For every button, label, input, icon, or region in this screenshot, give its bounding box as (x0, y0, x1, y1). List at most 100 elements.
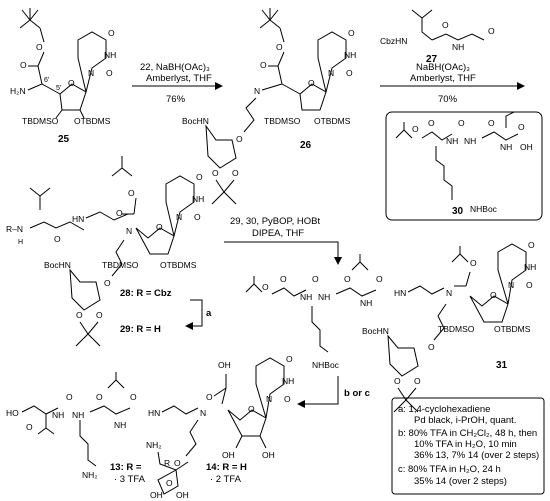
amide-o2-31: O (376, 274, 383, 284)
urea-nh2-31: NH (318, 292, 330, 302)
carbonyl-o-31: O (280, 274, 287, 284)
uracil-nh: NH (104, 50, 116, 60)
uracil-o1-28: O (196, 172, 203, 182)
carbonyl-o-30: O (428, 118, 435, 128)
urea-nh2-13: NH (72, 410, 84, 420)
ring-o-31: O (490, 290, 497, 300)
step-a-label: a (206, 308, 212, 319)
ester-o-26: O (276, 42, 283, 52)
uracil-o2-31: O (526, 280, 533, 290)
acid-oh-30: OH (520, 142, 533, 152)
label-29: 29: R = H (120, 324, 161, 335)
label-14: 14: R = H (206, 462, 247, 473)
salt-14: · 2 TFA (210, 474, 242, 485)
uracil-o2-13: O (284, 394, 291, 404)
step2-conditions: Amberlyst, THF (410, 73, 476, 84)
uracil-o2-28: O (194, 212, 201, 222)
acetal-o1-28: O (76, 310, 83, 320)
step3-conditions: DIPEA, THF (252, 228, 304, 239)
uracil-nh-28: NH (192, 194, 204, 204)
amine-n-13: N (200, 408, 206, 418)
acid-ho: HO (6, 408, 19, 418)
amide-o-30: O (488, 118, 495, 128)
ester-o: O (36, 42, 43, 52)
bochn-28: BocHN (44, 260, 71, 270)
step2-reagents: NaBH(OAc)₃ (416, 62, 470, 73)
hn-31: HN (394, 288, 406, 298)
acetal-o1-31: O (394, 376, 401, 386)
amide-o1-13: O (96, 392, 103, 402)
legend-b-3: 36% 13, 7% 14 (over 2 steps) (414, 450, 539, 461)
tbdmso-25: TBDMSO (22, 116, 59, 126)
ester-o-30: O (412, 124, 419, 134)
uracil-n: N (88, 68, 94, 78)
compound-26: O O N O O NH O N TBDMSO OTBDMS O BocHN O… (182, 8, 356, 205)
h-28: H (18, 239, 23, 246)
hn-28: HN (72, 214, 84, 224)
aldehyde-o-27: O (488, 26, 495, 36)
label-30: 30 (452, 206, 464, 217)
otbdms-31: OTBDMS (494, 324, 531, 334)
salt-13: · 3 TFA (114, 474, 146, 485)
acid2-o: O (206, 392, 213, 402)
legend-b-1: b: 80% TFA in CH₂Cl₂, 48 h, then (398, 428, 537, 439)
acetal-o2-28: O (96, 310, 103, 320)
r-oh1: OH (150, 490, 163, 500)
amine-n-28: N (126, 226, 132, 236)
legend-a-1: a: 1,4-cyclohexadiene (398, 404, 490, 415)
acetal-o1-26: O (212, 168, 219, 178)
acid2-oh: OH (218, 360, 231, 370)
label-28: 28: R = Cbz (120, 288, 172, 299)
step-bc-label: b or c (344, 388, 370, 399)
uracil-o1-31: O (528, 240, 535, 250)
uracil-nh-13: NH (282, 376, 294, 386)
otbdms-25: OTBDMS (74, 116, 111, 126)
tbdmso-26: TBDMSO (264, 116, 301, 126)
amide-nh-27: NH (452, 42, 464, 52)
r-nh-28: R–N (6, 224, 23, 234)
urea-nh1-30: NH (446, 136, 458, 146)
nhboc-30: NHBoc (470, 204, 498, 214)
reaction-step-1: 22, NaBH(OAc)₃ Amberlyst, THF 76% (132, 62, 223, 105)
ring-o-28: O (156, 222, 163, 232)
compound-25: O O H₂N 6' 5' O O NH O N TBDMSO OTBDMS 2… (10, 8, 116, 145)
amide-o-27: O (442, 20, 449, 30)
urea-o-30: O (458, 118, 465, 128)
acetal-o2-26: O (232, 168, 239, 178)
c5-label: 5' (56, 85, 61, 92)
bochn-26: BocHN (182, 116, 209, 126)
oh-13a: OH (222, 450, 235, 460)
reaction-step-2: NaBH(OAc)₃ Amberlyst, THF 70% (380, 62, 525, 105)
step1-yield: 76% (166, 94, 186, 105)
r-nh2: NH₂ (146, 440, 162, 450)
amide-nh-30: NH (500, 142, 512, 152)
legend-a-2: Pd black, i-PrOH, quant. (414, 415, 516, 426)
legend-b-2: 10% TFA in H₂O, 10 min (414, 439, 517, 450)
label-27: 27 (426, 54, 438, 65)
nhboc-31: NHBoc (312, 360, 340, 370)
r-ring-o: O (166, 478, 173, 488)
step2-yield: 70% (438, 94, 458, 105)
c6-label: 6' (44, 77, 49, 84)
label-13: 13: R = (110, 462, 142, 473)
carbonyl-o-28: O (116, 208, 123, 218)
legend-c-2: 35% 14 (over 2 steps) (414, 476, 507, 487)
tbdmso-28: TBDMSO (102, 260, 139, 270)
bochn-31: BocHN (362, 326, 389, 336)
compound-30-box: O O NH NH O O NH O OH NHBoc 30 (385, 111, 543, 221)
oh-13b: OH (262, 450, 275, 460)
compound-28-29: R–N H O HN N O O O O NH O N TBDMSO OTBDM… (6, 156, 204, 347)
uracil-o1: O (108, 28, 115, 38)
uracil-n-31: N (508, 280, 514, 290)
carbonyl-o-26: O (260, 60, 267, 70)
uracil-n-28: N (176, 212, 182, 222)
amine-n-26: N (254, 86, 260, 96)
acid-o-30: O (518, 122, 525, 132)
urea-nh1-13: NH (52, 410, 64, 420)
urea-o-31: O (312, 274, 319, 284)
ring-o-26: O (308, 78, 315, 88)
label-31: 31 (496, 360, 508, 371)
uracil-n-13: N (266, 394, 272, 404)
compound-31: O O NH NH O O NH O HN N O O O NH O N TBD… (245, 240, 536, 413)
label-25: 25 (58, 134, 70, 145)
